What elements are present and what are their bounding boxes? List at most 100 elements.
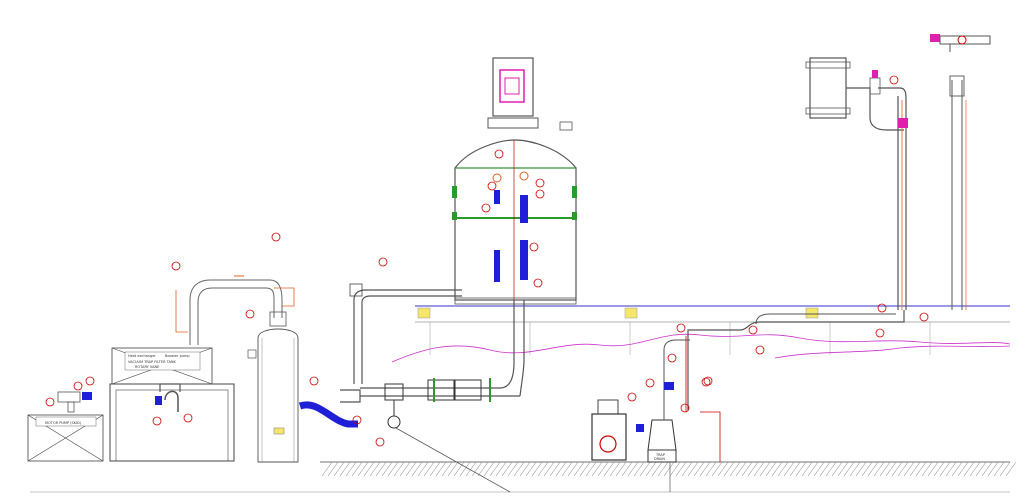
hatch-line — [861, 461, 873, 477]
hatch-line — [423, 461, 435, 477]
callout-bubble — [535, 189, 545, 199]
hatch-line — [579, 461, 591, 477]
hatch-line — [717, 461, 729, 477]
hatch-line — [741, 461, 753, 477]
callout-bubble — [85, 376, 95, 386]
hatch-line — [807, 461, 819, 477]
hatch-line — [615, 461, 627, 477]
hatch-line — [633, 461, 645, 477]
hatch-line — [399, 461, 411, 477]
callout-bubble — [152, 416, 162, 426]
hatch-line — [921, 461, 933, 477]
hatch-line — [801, 461, 813, 477]
callout-bubble — [877, 303, 887, 313]
hatch-line — [333, 461, 345, 477]
hatch-line — [933, 461, 945, 477]
hatch-line — [645, 461, 657, 477]
callout-bubble — [748, 325, 758, 335]
right-equipment — [685, 34, 991, 412]
hatch-line — [507, 461, 519, 477]
hatch-line — [573, 461, 585, 477]
hatch-line — [747, 461, 759, 477]
hatch-line — [525, 461, 537, 477]
callout-bubble — [487, 181, 497, 191]
skid-label: MOTOR PUMP (SKID) — [45, 421, 82, 425]
hatch-line — [771, 461, 783, 477]
hatch-line — [1005, 461, 1017, 477]
callout-bubble — [494, 149, 504, 159]
hatch-line — [849, 461, 861, 477]
callout-bubble — [271, 232, 281, 242]
callout-bubble — [667, 353, 677, 363]
callout-bubble — [533, 278, 543, 288]
hatch-line — [795, 461, 807, 477]
vacuum-pump: TRAP DRAIN — [591, 339, 721, 492]
callout-bubble — [73, 381, 83, 391]
motor-pump-skid: MOTOR PUMP (SKID) — [27, 391, 104, 462]
hatch-line — [483, 461, 495, 477]
callout-bubble — [171, 261, 181, 271]
hatch-line — [873, 461, 885, 477]
hatch-line — [759, 461, 771, 477]
hatch-line — [375, 461, 387, 477]
hatch-line — [357, 461, 369, 477]
hatch-line — [603, 461, 615, 477]
overhead-duct — [175, 275, 295, 345]
hatch-line — [537, 461, 549, 477]
hatch-line — [897, 461, 909, 477]
hatch-line — [789, 461, 801, 477]
hatch-line — [441, 461, 453, 477]
callout-tags — [45, 75, 929, 447]
platform-wave — [391, 333, 1011, 363]
reactor-vessel — [452, 57, 577, 305]
hatch-line — [567, 461, 579, 477]
hatch-line — [465, 461, 477, 477]
hatch-line — [435, 461, 447, 477]
hatch-line — [381, 461, 393, 477]
hatch-line — [621, 461, 633, 477]
hatch-line — [903, 461, 915, 477]
callout-bubble — [529, 242, 539, 252]
hatch-line — [351, 461, 363, 477]
hatch-line — [885, 461, 897, 477]
hatch-line — [387, 461, 399, 477]
hatch-line — [513, 461, 525, 477]
hatch-line — [459, 461, 471, 477]
hatch-line — [393, 461, 405, 477]
heat-exchanger: Heat exchanger Booster pump VACUUM TRAP … — [109, 347, 235, 462]
hatch-line — [429, 461, 441, 477]
hatch-line — [549, 461, 561, 477]
hatch-line — [405, 461, 417, 477]
callout-bubble — [919, 312, 929, 322]
callout-bubble — [535, 178, 545, 188]
hatch-line — [669, 461, 681, 477]
hatch-line — [981, 461, 993, 477]
platform — [391, 305, 1011, 363]
filter-column — [247, 311, 299, 463]
hx-sub-label: VACUUM TRAP FILTER TANK — [128, 360, 177, 364]
hatch-line — [453, 461, 465, 477]
hatch-line — [639, 461, 651, 477]
hatch-line — [471, 461, 483, 477]
callout-bubble — [645, 378, 655, 388]
callout-bubble — [481, 203, 491, 213]
hatch-line — [843, 461, 855, 477]
hatch-line — [975, 461, 987, 477]
hatch-line — [675, 461, 687, 477]
hatch-line — [687, 461, 699, 477]
hatch-line — [891, 461, 903, 477]
pump-tag-2: DRAIN — [654, 457, 665, 461]
hatch-line — [939, 461, 951, 477]
hatch-line — [693, 461, 705, 477]
hatch-line — [879, 461, 891, 477]
callout-bubble — [378, 257, 388, 267]
callout-bubble — [889, 75, 899, 85]
hatch-line — [609, 461, 621, 477]
hatch-line — [777, 461, 789, 477]
hatch-line — [951, 461, 963, 477]
ground — [30, 461, 1017, 493]
callout-bubble — [680, 403, 690, 413]
hatch-line — [369, 461, 381, 477]
hx-sub-label-2: ROTARY VANE — [135, 365, 159, 369]
hatch-line — [591, 461, 603, 477]
